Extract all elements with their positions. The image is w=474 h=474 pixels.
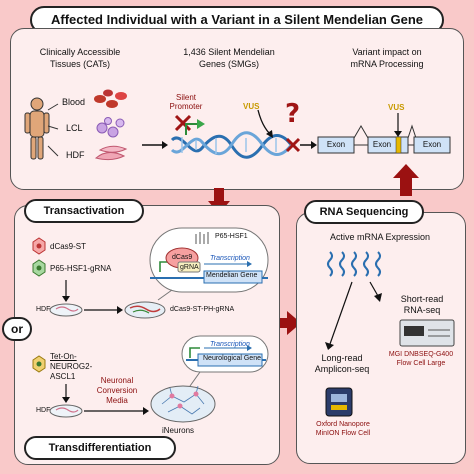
impact-header: Variant impact on mRNA Processing [350, 47, 424, 69]
exon-2: Exon [372, 140, 392, 149]
transcription-label-1: Transcription [210, 255, 250, 262]
vus-label-2: VUS [388, 103, 405, 112]
dcas9-plasmid-icon [32, 237, 46, 255]
mendelian-gene-label: Mendelian Gene [206, 272, 258, 279]
ont-label: Oxford Nanopore MinION Flow Cell [315, 421, 371, 437]
silent-promoter-label: Silent Promoter [169, 93, 203, 111]
dcas9-st-ph-grna-label: dCas9-ST-PH-gRNA [170, 306, 235, 313]
transcription-label-2: Transcription [210, 341, 250, 348]
ineurons-label: iNeurons [162, 426, 195, 435]
hdf-label-1: HDF [36, 306, 51, 313]
dcas9-st-label: dCas9-ST [50, 242, 87, 251]
active-mrna-label: Active mRNA Expression [329, 232, 431, 242]
right-arrow [274, 311, 301, 335]
tet-on-plasmid-icon [32, 355, 46, 373]
lcl-cells-icon [96, 117, 125, 138]
short-read-label: Short-read RNA-seq [400, 294, 444, 315]
rna-seq-title: RNA Sequencing [304, 200, 424, 224]
tet-on-line-3: ASCL1 [50, 372, 76, 381]
blood-cells-icon [94, 89, 127, 108]
transfected-dish-icon [124, 301, 166, 319]
hdf-dish-2-icon [49, 404, 83, 418]
person-icon [24, 97, 50, 160]
p65-hsf1-label: P65-HSF1 [215, 233, 248, 240]
neuro-inset [181, 335, 269, 373]
tissue-blood-label: Blood [62, 97, 86, 107]
exon-1: Exon [326, 140, 346, 149]
dna-helix-icon [170, 131, 294, 159]
smg-header: 1,436 Silent Mendelian Genes (SMGs) [183, 47, 275, 69]
mgi-sequencer-icon [399, 319, 455, 347]
transdifferentiation-title: Transdifferentiation [24, 436, 176, 460]
p65-grna-label: P65-HSF1-gRNA [50, 264, 112, 273]
question-mark: ? [285, 99, 300, 129]
exon-3: Exon [422, 140, 442, 149]
dcas9-label: dCas9 [172, 254, 193, 261]
long-read-label: Long-read Amplicon-seq [314, 353, 370, 374]
cats-header: Clinically Accessible Tissues (CATs) [39, 47, 121, 69]
or-label: or [2, 317, 32, 341]
tet-on-label: Tet-On- NEUROG2- ASCL1 [50, 352, 92, 382]
neurological-gene-label: Neurological Gene [203, 355, 261, 362]
ineurons-dish-icon [150, 385, 216, 423]
hdf-label-2: HDF [36, 407, 51, 414]
tissue-hdf-label: HDF [66, 150, 85, 160]
hdf-dish-icon [49, 303, 83, 317]
promoter-block-icon [174, 114, 205, 135]
tet-on-line-1: Tet-On- [50, 352, 77, 361]
top-panel [10, 28, 464, 190]
exon-track [317, 113, 451, 154]
mechanism-inset [149, 227, 269, 293]
tissue-lcl-label: LCL [66, 123, 83, 133]
hdf-cells-icon [94, 145, 128, 161]
tet-on-line-2: NEUROG2- [50, 362, 93, 371]
media-label: Neuronal Conversion Media [96, 376, 138, 405]
mrna-icon [327, 251, 381, 277]
transactivation-title: Transactivation [24, 199, 144, 223]
mgi-label: MGI DNBSEQ-G400 Flow Cell Large [388, 351, 454, 367]
grna-label: gRNA [180, 264, 199, 271]
vus-label: VUS [243, 102, 260, 111]
p65-plasmid-icon [32, 259, 46, 277]
up-arrow [393, 164, 419, 196]
nanopore-icon [325, 387, 353, 417]
